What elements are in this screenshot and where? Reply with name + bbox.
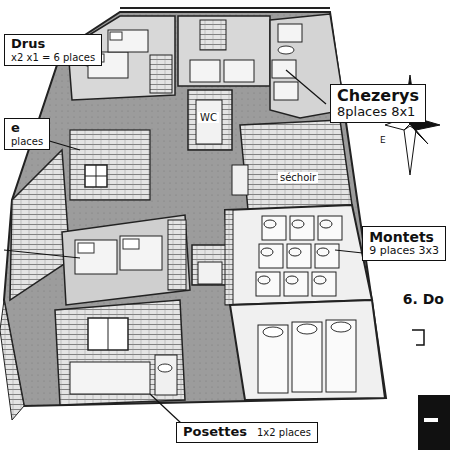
- room-tag: WC: [198, 112, 219, 123]
- room-label-box: Posettes 1x2 places: [176, 422, 318, 443]
- room-name: e: [11, 121, 43, 136]
- room-label-box: Drusx2 x1 = 6 places: [4, 34, 102, 66]
- compass-letter: E: [378, 136, 388, 146]
- bed-count: 9 places 3x3: [369, 245, 439, 258]
- room-tag: séchoir: [278, 172, 318, 183]
- bed-count: places: [11, 136, 43, 148]
- bed-count: x2 x1 = 6 places: [11, 52, 95, 64]
- room-label-box: eplaces: [4, 118, 50, 150]
- room-name: Drus: [11, 37, 95, 52]
- room-label-box: Chezerys8places 8x1: [330, 84, 426, 123]
- room-name: Chezerys: [337, 87, 419, 105]
- room-name: Posettes: [183, 425, 247, 440]
- room-name: Montets: [369, 229, 439, 245]
- bed-count: 1x2 places: [257, 427, 311, 439]
- room-label-box: Montets9 places 3x3: [362, 226, 446, 261]
- page-heading: 6. Do: [401, 292, 446, 307]
- bed-count: 8places 8x1: [337, 105, 419, 120]
